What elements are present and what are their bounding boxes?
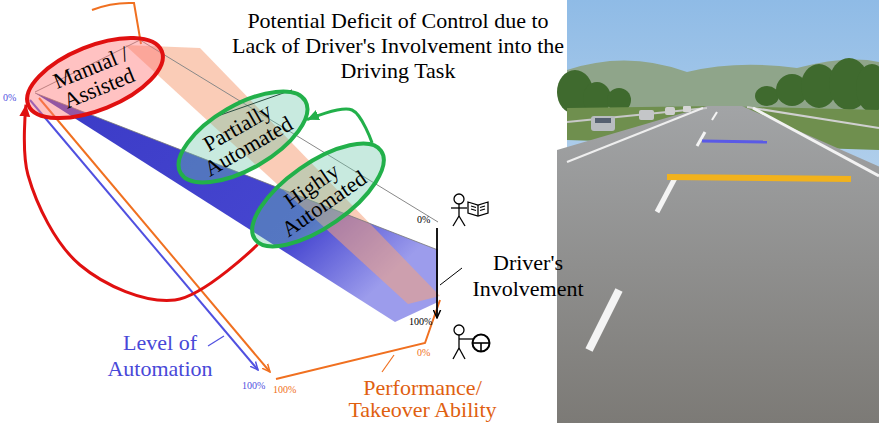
car	[591, 106, 691, 131]
axis-title: Driver's Involvement	[468, 250, 588, 302]
axis-tick-label: 100%	[273, 384, 296, 396]
performance-axis-edge	[276, 300, 440, 379]
ellipse-shape	[16, 21, 173, 134]
leader-line	[440, 268, 462, 285]
transition-arrow	[307, 109, 372, 143]
driving-simulator-screenshot	[557, 0, 879, 423]
deficit-plane	[125, 45, 440, 304]
axis-tick-label: 0%	[417, 347, 430, 359]
axis-tick-label: 100%	[409, 316, 432, 328]
axis-tick-label: 100%	[242, 380, 265, 392]
axis-tick-label: 0%	[3, 92, 16, 104]
annotation-text: Potential Deficit of Control due to Lack…	[228, 8, 568, 83]
involvement-axis	[436, 228, 438, 318]
driving-driver-icon	[453, 325, 490, 359]
ellipse-shape	[237, 125, 400, 266]
leader-line	[382, 355, 394, 372]
leader-line	[208, 336, 224, 346]
axis-tick-label: 0%	[417, 214, 430, 226]
axis-title: Performance/ Takeover Ability	[330, 377, 515, 421]
reading-driver-icon	[451, 194, 488, 226]
axis-title: Level of Automation	[100, 330, 220, 382]
